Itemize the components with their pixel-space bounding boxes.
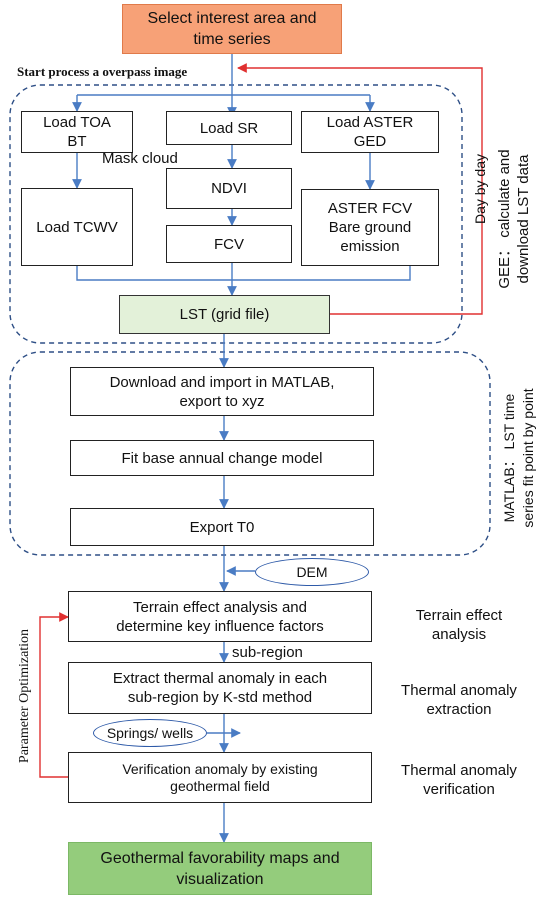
fcv-box: FCV bbox=[166, 225, 292, 263]
download-import-box: Download and import in MATLAB, export to… bbox=[70, 367, 374, 416]
load-toa-box: Load TOA BT bbox=[21, 111, 133, 153]
dem-input: DEM bbox=[255, 558, 369, 586]
parameter-optimization-label: Parameter Optimization bbox=[17, 628, 32, 764]
extract-anomaly-box: Extract thermal anomaly in each sub-regi… bbox=[68, 662, 372, 714]
thermal-extraction-label: Thermal anomaly extraction bbox=[401, 682, 517, 718]
ndvi-box: NDVI bbox=[166, 168, 292, 209]
load-aster-box: Load ASTER GED bbox=[301, 111, 439, 153]
aster-fcv-box: ASTER FCV Bare ground emission bbox=[301, 189, 439, 266]
sub-region-label: sub-region bbox=[232, 644, 303, 661]
thermal-verification-label: Thermal anomaly verification bbox=[401, 762, 517, 798]
terrain-analysis-box: Terrain effect analysis and determine ke… bbox=[68, 591, 372, 642]
fit-model-box: Fit base annual change model bbox=[70, 440, 374, 476]
parameter-optimization-loop bbox=[39, 612, 69, 778]
load-sr-box: Load SR bbox=[166, 111, 292, 145]
lst-grid-box: LST (grid file) bbox=[119, 295, 330, 334]
verification-box: Verification anomaly by existing geother… bbox=[68, 752, 372, 803]
matlab-stage-label: MATLAB： LST time series fit point by poi… bbox=[501, 388, 536, 528]
gee-stage-label: GEE： calculate and download LST data bbox=[496, 149, 532, 289]
terrain-side-label: Terrain effect analysis bbox=[415, 607, 503, 643]
favorability-maps-box: Geothermal favorability maps and visuali… bbox=[68, 842, 372, 895]
export-t0-box: Export T0 bbox=[70, 508, 374, 546]
day-by-day-loop bbox=[237, 63, 483, 315]
mask-cloud-label: Mask cloud bbox=[102, 150, 178, 167]
merge-tcwv bbox=[76, 266, 411, 281]
load-tcwv-box: Load TCWV bbox=[21, 188, 133, 266]
springs-wells-input: Springs/ wells bbox=[93, 719, 207, 747]
select-area-box: Select interest area and time series bbox=[122, 4, 342, 54]
matlab-stage-group bbox=[9, 351, 491, 556]
start-process-label: Start process a overpass image bbox=[17, 64, 188, 79]
day-by-day-label: Day by day bbox=[472, 153, 488, 225]
